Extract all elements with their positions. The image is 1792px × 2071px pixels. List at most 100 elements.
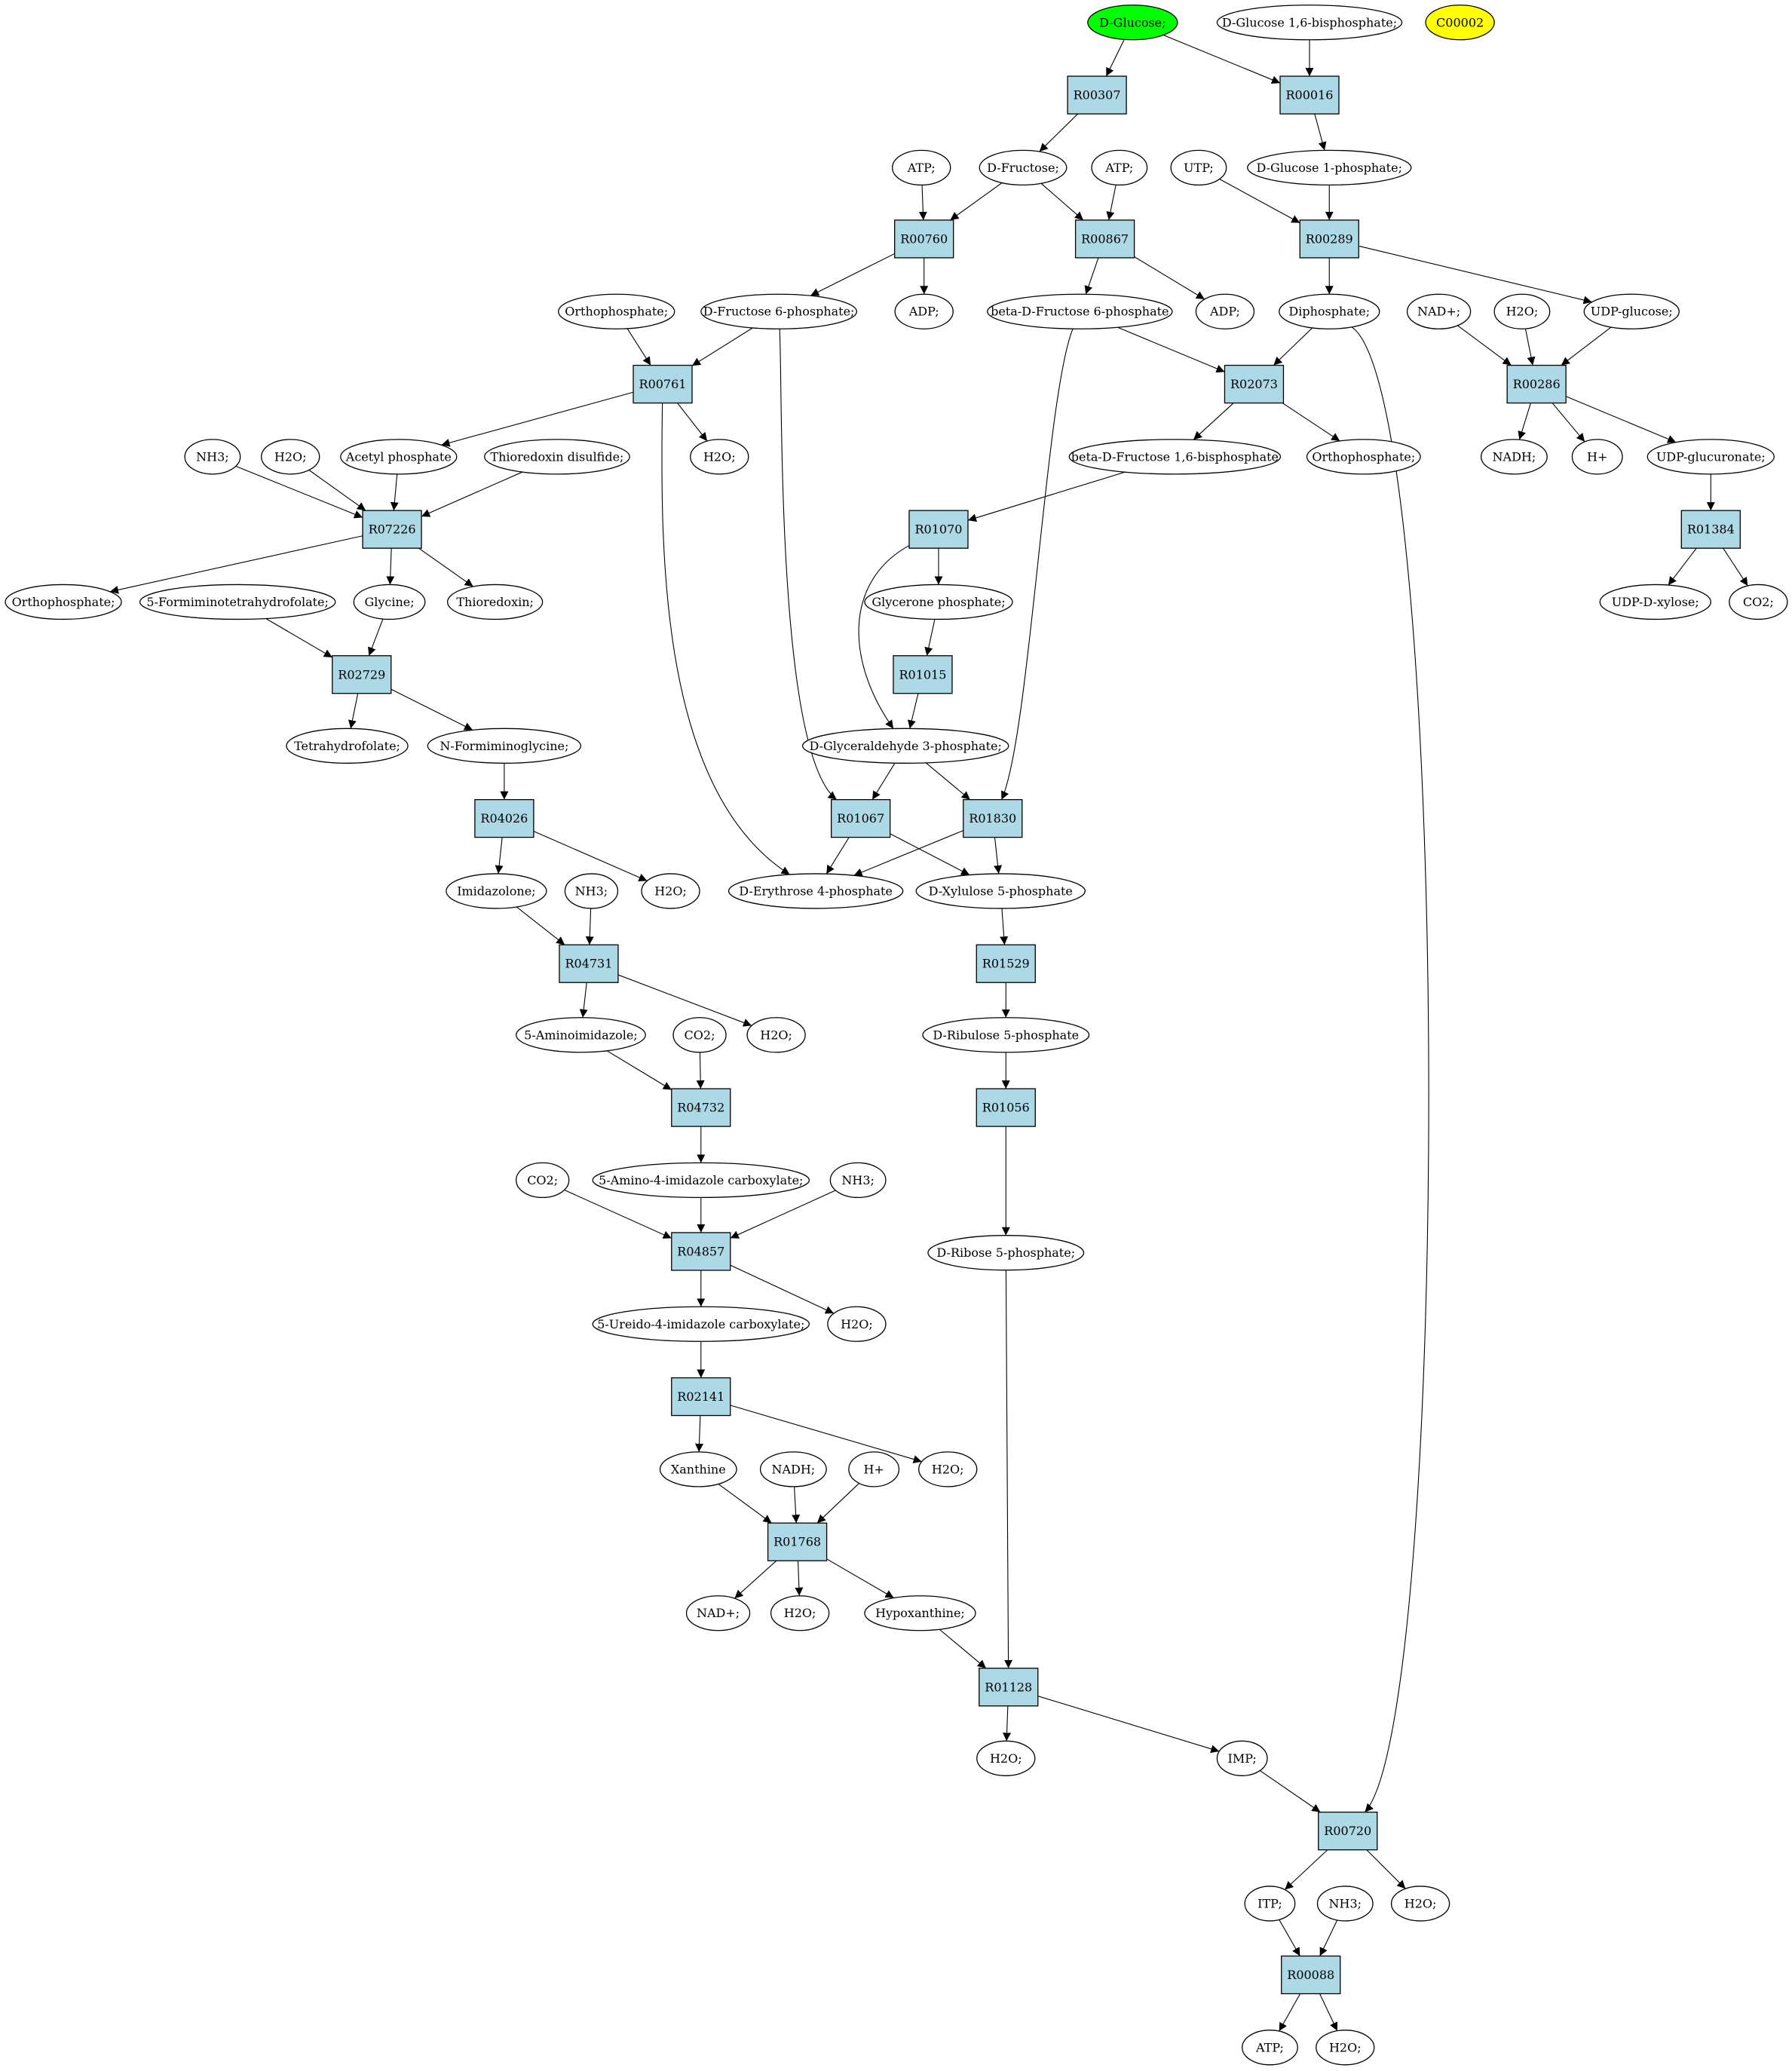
- compound-node-nadh1[interactable]: NADH;: [1480, 439, 1548, 475]
- compound-node-udpglucuronate[interactable]: UDP-glucuronate;: [1646, 439, 1775, 475]
- compound-node-atp2[interactable]: ATP;: [1091, 149, 1148, 186]
- compound-node-fructose6p[interactable]: D-Fructose 6-phosphate;: [700, 293, 858, 329]
- compound-node-ortho3[interactable]: Orthophosphate;: [5, 584, 122, 620]
- reaction-node-r02729[interactable]: R02729: [332, 655, 392, 694]
- compound-node-h2o-r2141[interactable]: H2O;: [918, 1451, 978, 1487]
- reaction-node-r00760[interactable]: R00760: [894, 219, 954, 259]
- compound-node-g3p[interactable]: D-Glyceraldehyde 3-phosphate;: [801, 728, 1009, 764]
- compound-node-nh3-3[interactable]: NH3;: [829, 1162, 887, 1199]
- reaction-node-r00867[interactable]: R00867: [1074, 219, 1135, 259]
- compound-node-aminoimidazole[interactable]: 5-Aminoimidazole;: [515, 1017, 646, 1053]
- compound-node-adp2[interactable]: ADP;: [1195, 293, 1255, 329]
- reaction-node-r01768[interactable]: R01768: [767, 1522, 828, 1561]
- reaction-node-r01384[interactable]: R01384: [1680, 510, 1741, 549]
- reaction-node-r04732[interactable]: R04732: [671, 1088, 731, 1127]
- compound-node-h2o-r88[interactable]: H2O;: [1316, 2030, 1375, 2066]
- reaction-node-r02073[interactable]: R02073: [1224, 364, 1285, 404]
- compound-node-h2o-r720[interactable]: H2O;: [1390, 1886, 1450, 1922]
- compound-node-co2-2[interactable]: CO2;: [672, 1017, 727, 1053]
- compound-node-co2-1[interactable]: CO2;: [1729, 584, 1788, 620]
- reaction-node-r00088[interactable]: R00088: [1281, 1955, 1341, 1995]
- compound-node-adp1[interactable]: ADP;: [894, 293, 954, 329]
- reaction-node-r00289[interactable]: R00289: [1299, 219, 1359, 259]
- reaction-node-r00761[interactable]: R00761: [633, 364, 693, 404]
- compound-node-nadplus2[interactable]: NAD+;: [685, 1595, 751, 1631]
- reaction-node-r00286[interactable]: R00286: [1506, 364, 1567, 404]
- reaction-node-r01056[interactable]: R01056: [976, 1088, 1036, 1127]
- compound-node-utp[interactable]: UTP;: [1170, 149, 1227, 186]
- compound-node-glycine[interactable]: Glycine;: [353, 584, 426, 620]
- compound-node-thioredoxin[interactable]: Thioredoxin;: [446, 584, 544, 620]
- compound-node-udpglucose[interactable]: UDP-glucose;: [1583, 293, 1680, 329]
- compound-node-imidazolone[interactable]: Imidazolone;: [446, 873, 547, 909]
- compound-node-glucose1p[interactable]: D-Glucose 1-phosphate;: [1247, 149, 1412, 186]
- reaction-node-r07226[interactable]: R07226: [362, 510, 422, 549]
- compound-node-itp[interactable]: ITP;: [1244, 1886, 1296, 1922]
- compound-node-nh3-2[interactable]: NH3;: [564, 873, 619, 909]
- compound-node-betaf16bp[interactable]: beta-D-Fructose 1,6-bisphosphate: [1068, 439, 1282, 475]
- compound-node-h2o-r1128[interactable]: H2O;: [976, 1740, 1036, 1776]
- compound-node-hplus2[interactable]: H+: [848, 1451, 900, 1487]
- compound-node-atp3[interactable]: ATP;: [1242, 2030, 1298, 2066]
- compound-ellipse: [1068, 439, 1282, 475]
- reaction-node-r01067[interactable]: R01067: [831, 798, 891, 838]
- compound-node-ribose5p[interactable]: D-Ribose 5-phosphate;: [927, 1235, 1085, 1271]
- compound-node-hypoxanthine[interactable]: Hypoxanthine;: [864, 1595, 976, 1631]
- compound-node-hplus1[interactable]: H+: [1571, 439, 1623, 475]
- compound-node-ortho1[interactable]: Orthophosphate;: [558, 293, 675, 329]
- reaction-node-r04857[interactable]: R04857: [671, 1232, 731, 1271]
- compound-node-atp1[interactable]: ATP;: [892, 149, 951, 186]
- compound-node-glucose[interactable]: D-Glucose;: [1087, 5, 1178, 41]
- reaction-node-r04731[interactable]: R04731: [559, 944, 619, 983]
- compound-node-nh3-1[interactable]: NH3;: [184, 439, 241, 475]
- compound-node-imp[interactable]: IMP;: [1216, 1740, 1268, 1776]
- compound-node-h2o-r761[interactable]: H2O;: [690, 439, 749, 475]
- compound-ellipse: [1242, 2030, 1298, 2066]
- compound-node-thf[interactable]: Tetrahydrofolate;: [286, 728, 409, 764]
- compound-node-nadplus1[interactable]: NAD+;: [1406, 293, 1472, 329]
- compound-node-glyceronep[interactable]: Glycerone phosphate;: [864, 584, 1013, 620]
- compound-node-xylulose5p[interactable]: D-Xylulose 5-phosphate: [915, 873, 1086, 909]
- compound-node-ribulose5p[interactable]: D-Ribulose 5-phosphate: [922, 1017, 1090, 1053]
- compound-node-fructose[interactable]: D-Fructose;: [979, 149, 1068, 186]
- compound-node-h2o-r1768[interactable]: H2O;: [770, 1595, 830, 1631]
- compound-ellipse: [1406, 293, 1472, 329]
- compound-node-h2o-r286[interactable]: H2O;: [1493, 293, 1551, 329]
- compound-node-betaf6p[interactable]: beta-D-Fructose 6-phosphate: [987, 293, 1173, 329]
- reaction-node-r01015[interactable]: R01015: [893, 655, 953, 694]
- reaction-node-r01529[interactable]: R01529: [976, 944, 1036, 983]
- reaction-node-r00720[interactable]: R00720: [1318, 1811, 1378, 1851]
- reaction-node-r00307[interactable]: R00307: [1067, 75, 1127, 115]
- compound-node-h2o-r4857[interactable]: H2O;: [827, 1306, 887, 1342]
- compound-node-xanthine[interactable]: Xanthine: [659, 1451, 737, 1487]
- compound-node-h2o-r7226[interactable]: H2O;: [261, 439, 320, 475]
- compound-node-udpxylose[interactable]: UDP-D-xylose;: [1599, 584, 1711, 620]
- compound-node-aminoimidcarb[interactable]: 5-Amino-4-imidazole carboxylate;: [592, 1162, 810, 1199]
- compound-node-ortho2[interactable]: Orthophosphate;: [1306, 439, 1421, 475]
- reaction-node-r02141[interactable]: R02141: [671, 1377, 731, 1417]
- compound-node-e4p[interactable]: D-Erythrose 4-phosphate: [728, 873, 904, 909]
- reaction-node-r01830[interactable]: R01830: [963, 798, 1023, 838]
- compound-node-acetylp[interactable]: Acetyl phosphate: [340, 439, 458, 475]
- compound-node-glucose16bp[interactable]: D-Glucose 1,6-bisphosphate;: [1216, 5, 1403, 41]
- compound-node-co2-3[interactable]: CO2;: [515, 1162, 570, 1199]
- reaction-node-r04026[interactable]: R04026: [474, 798, 535, 838]
- reaction-node-r01070[interactable]: R01070: [908, 510, 969, 549]
- compound-node-nadh2[interactable]: NADH;: [759, 1451, 827, 1487]
- compound-ellipse: [353, 584, 426, 620]
- reaction-node-r00016[interactable]: R00016: [1279, 75, 1340, 115]
- compound-node-formiminothf[interactable]: 5-Formiminotetrahydrofolate;: [139, 584, 336, 620]
- compound-node-nh3-4[interactable]: NH3;: [1316, 1886, 1374, 1922]
- reaction-node-r01128[interactable]: R01128: [979, 1668, 1039, 1707]
- compound-node-formiminoglycine[interactable]: N-Formiminoglycine;: [427, 728, 582, 764]
- compound-node-h2o-r4731[interactable]: H2O;: [746, 1017, 806, 1053]
- compound-ellipse: [592, 1306, 810, 1342]
- reaction-label: R01056: [982, 1101, 1030, 1115]
- compound-node-h2o-r4026[interactable]: H2O;: [641, 873, 700, 909]
- edge-udpglucose-to-r00286: [1561, 326, 1612, 366]
- compound-node-diphosphate[interactable]: Diphosphate;: [1279, 293, 1380, 329]
- compound-node-thioredoxin-ds[interactable]: Thioredoxin disulfide;: [483, 439, 630, 475]
- compound-node-c00002[interactable]: C00002: [1425, 5, 1495, 41]
- compound-node-ureidoimidcarb[interactable]: 5-Ureido-4-imidazole carboxylate;: [592, 1306, 810, 1342]
- edge-glucose-to-r00016: [1163, 35, 1281, 84]
